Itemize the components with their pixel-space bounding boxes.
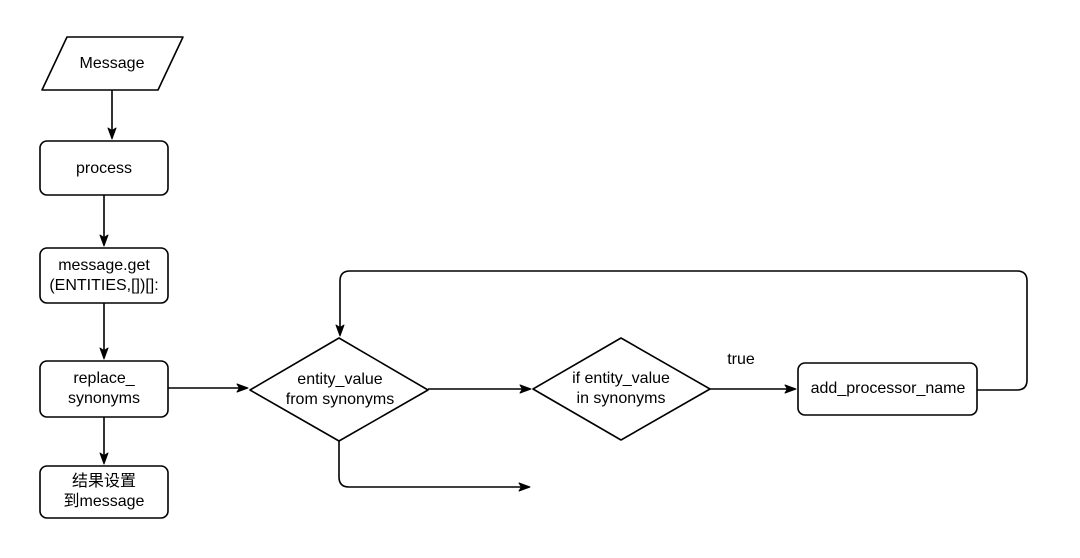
entity-value-from-synonyms-diamond — [249, 337, 429, 442]
replace-synonyms-box — [39, 360, 169, 418]
process-box — [39, 140, 169, 196]
edge-decision1-bottom-exit — [338, 441, 531, 492]
message-get-box — [39, 247, 169, 304]
edge-add-processor-loop-back-to-decision1 — [335, 270, 1028, 391]
message-parallelogram — [41, 36, 184, 91]
result-to-message-box — [39, 465, 169, 519]
if-entity-value-in-synonyms-diamond — [532, 337, 711, 441]
add-processor-name-box — [797, 362, 978, 416]
